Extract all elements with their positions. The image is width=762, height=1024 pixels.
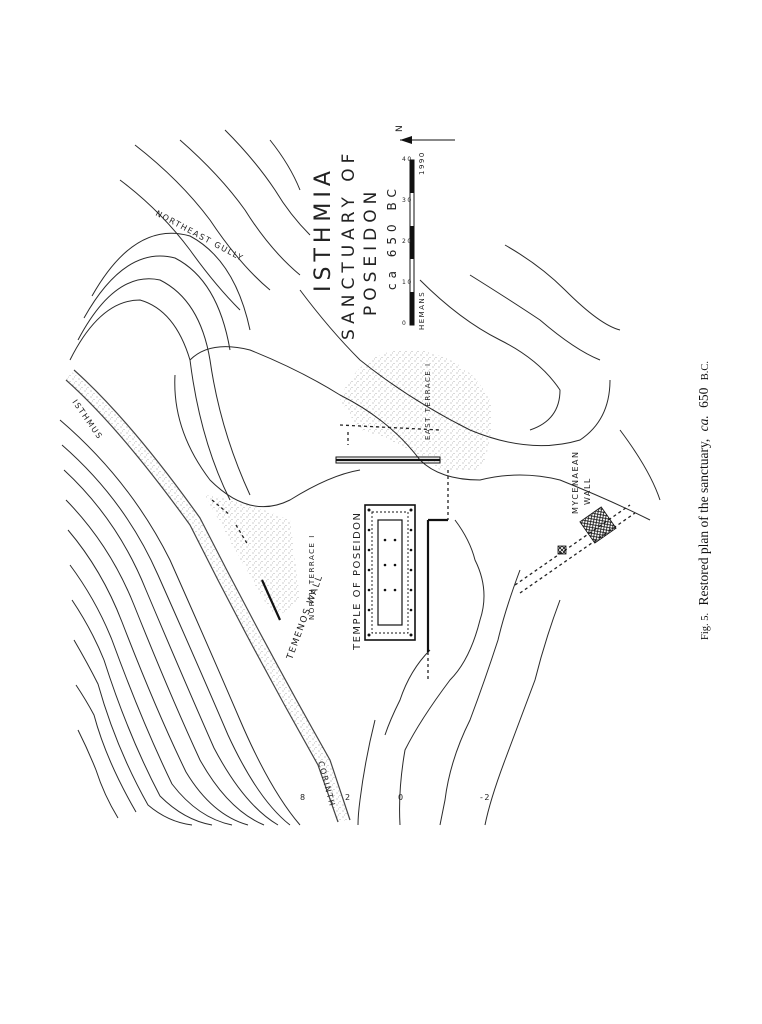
mycenaean-label-2: WALL <box>583 477 592 505</box>
temenos-east-wall <box>426 518 448 652</box>
north-arrow: N <box>395 124 455 144</box>
map-title-line-2: SANCTUARY OF <box>339 149 359 340</box>
scale-credit: HEMANS <box>418 291 426 330</box>
temple-columns <box>367 508 413 637</box>
north-terrace-label: NORTH TERRACE I <box>308 534 316 620</box>
east-terrace-dash <box>339 424 441 445</box>
east-terrace-wall-outline <box>335 456 441 464</box>
contour-label-neg2: -2 <box>480 793 491 802</box>
scale-year: 1990 <box>418 151 426 175</box>
map-title-line-3: POSEIDON <box>361 187 381 316</box>
temenos-east-wall-dash <box>427 470 449 680</box>
northeast-gully-label: NORTHEAST GULLY <box>154 209 245 263</box>
east-terrace-stipple <box>340 349 492 470</box>
scale-tick-label: 0 <box>402 320 407 327</box>
caption-circa: ca. <box>696 415 711 431</box>
map-title-line-4: ca 650 BC <box>385 184 399 290</box>
map-title-line-1: ISTHMIA <box>311 166 336 292</box>
northern-contours <box>69 129 311 501</box>
road-edge-south <box>73 369 351 821</box>
contour-label-8: 8 <box>300 793 307 802</box>
scale-tick-label: 20 <box>402 238 413 245</box>
svg-text:Fig. 5. Restored plan of: Fig. 5. Restored plan of the sanctuary, … <box>696 361 711 640</box>
contour-label-0: 0 <box>398 793 405 802</box>
scale-tick-label: 10 <box>402 279 413 286</box>
scale-tick-label: 30 <box>402 197 413 204</box>
road-edge-north <box>65 379 339 823</box>
western-contours <box>59 419 301 826</box>
scale-tick-label: 40 <box>402 156 413 163</box>
contour-label-2: 2 <box>345 793 352 802</box>
figure-caption: Fig. 5. Restored plan of the sanctuary, … <box>696 361 711 640</box>
north-terrace-stipple <box>205 495 300 614</box>
caption-date: 650 <box>696 387 711 408</box>
temenos-wall-segment <box>260 579 282 621</box>
southern-contours <box>357 519 561 826</box>
mycenaean-label-1: MYCENAEAN <box>571 451 580 514</box>
temple-of-poseidon <box>364 504 416 641</box>
caption-text: Restored plan of the sanctuary, <box>696 439 711 606</box>
mycenaean-wall <box>514 504 636 594</box>
scale-bar: HEMANS 1990 <box>409 151 426 330</box>
north-arrow-label: N <box>395 124 405 132</box>
temple-label: TEMPLE OF POSEIDON <box>352 511 363 651</box>
map-title: ISTHMIA SANCTUARY OF POSEIDON ca 650 BC <box>311 149 399 340</box>
caption-prefix: Fig. 5. <box>700 613 711 640</box>
north-terrace-dash <box>211 499 249 546</box>
caption-era: B.C. <box>700 361 711 380</box>
east-terrace-label: EAST TERRACE I <box>424 362 432 440</box>
